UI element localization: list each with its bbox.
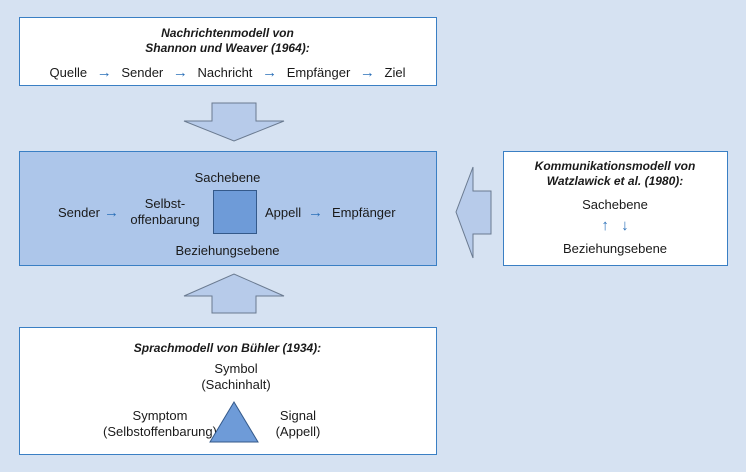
buehler-symptom-1: Symptom [132, 408, 188, 423]
center-selbst-2: offenbarung [130, 212, 200, 227]
center-square [213, 190, 257, 234]
buehler-signal-1: Signal [279, 408, 317, 423]
buehler-symbol-1: Symbol [214, 361, 258, 376]
shannon-box: Nachrichtenmodell von Shannon und Weaver… [19, 17, 437, 86]
left-block-arrow [455, 166, 492, 259]
buehler-triangle [209, 401, 259, 443]
chain-empfaenger: Empfänger [286, 65, 351, 80]
chain-ziel: Ziel [384, 65, 406, 80]
down-block-arrow [183, 102, 285, 142]
center-arrow-2: → [308, 204, 323, 221]
center-selbst-1: Selbst- [144, 196, 186, 211]
center-arrow-1: → [104, 204, 119, 221]
chain-arrow-2: → [172, 64, 188, 81]
buehler-symbol-2: (Sachinhalt) [201, 377, 271, 392]
chain-arrow-4: → [359, 64, 375, 81]
center-sender: Sender [58, 205, 100, 220]
up-arrow-icon: ↑ [601, 217, 609, 234]
down-arrow-icon: ↓ [621, 217, 629, 234]
shannon-title-2: Shannon und Weaver (1964): [145, 41, 310, 55]
center-sachebene: Sachebene [194, 170, 261, 185]
watzlawick-beziehungsebene: Beziehungsebene [562, 241, 668, 256]
shannon-title-1: Nachrichtenmodell von [161, 26, 294, 40]
buehler-signal-2: (Appell) [275, 424, 321, 439]
chain-nachricht: Nachricht [197, 65, 253, 80]
shannon-chain: Quelle → Sender → Nachricht → Empfänger … [20, 64, 435, 81]
chain-sender: Sender [121, 65, 164, 80]
center-empfaenger: Empfänger [332, 205, 396, 220]
watzlawick-box: Kommunikationsmodell von Watzlawick et a… [503, 151, 728, 266]
watzlawick-title-1: Kommunikationsmodell von [534, 159, 696, 173]
chain-quelle: Quelle [49, 65, 88, 80]
watzlawick-arrows: ↑ ↓ [504, 217, 726, 234]
watzlawick-title-2: Watzlawick et al. (1980): [546, 174, 684, 188]
center-box: Sachebene Sender → Selbst- offenbarung A… [19, 151, 437, 266]
center-appell: Appell [265, 205, 302, 220]
chain-arrow-3: → [262, 64, 278, 81]
watzlawick-sachebene: Sachebene [582, 197, 648, 212]
buehler-symptom-2: (Selbstoffenbarung) [103, 424, 217, 439]
chain-arrow-1: → [96, 64, 112, 81]
buehler-title: Sprachmodell von Bühler (1934): [133, 341, 322, 355]
center-beziehungsebene: Beziehungsebene [175, 243, 280, 258]
buehler-box: Sprachmodell von Bühler (1934): Symbol (… [19, 327, 437, 455]
up-block-arrow [183, 273, 285, 314]
